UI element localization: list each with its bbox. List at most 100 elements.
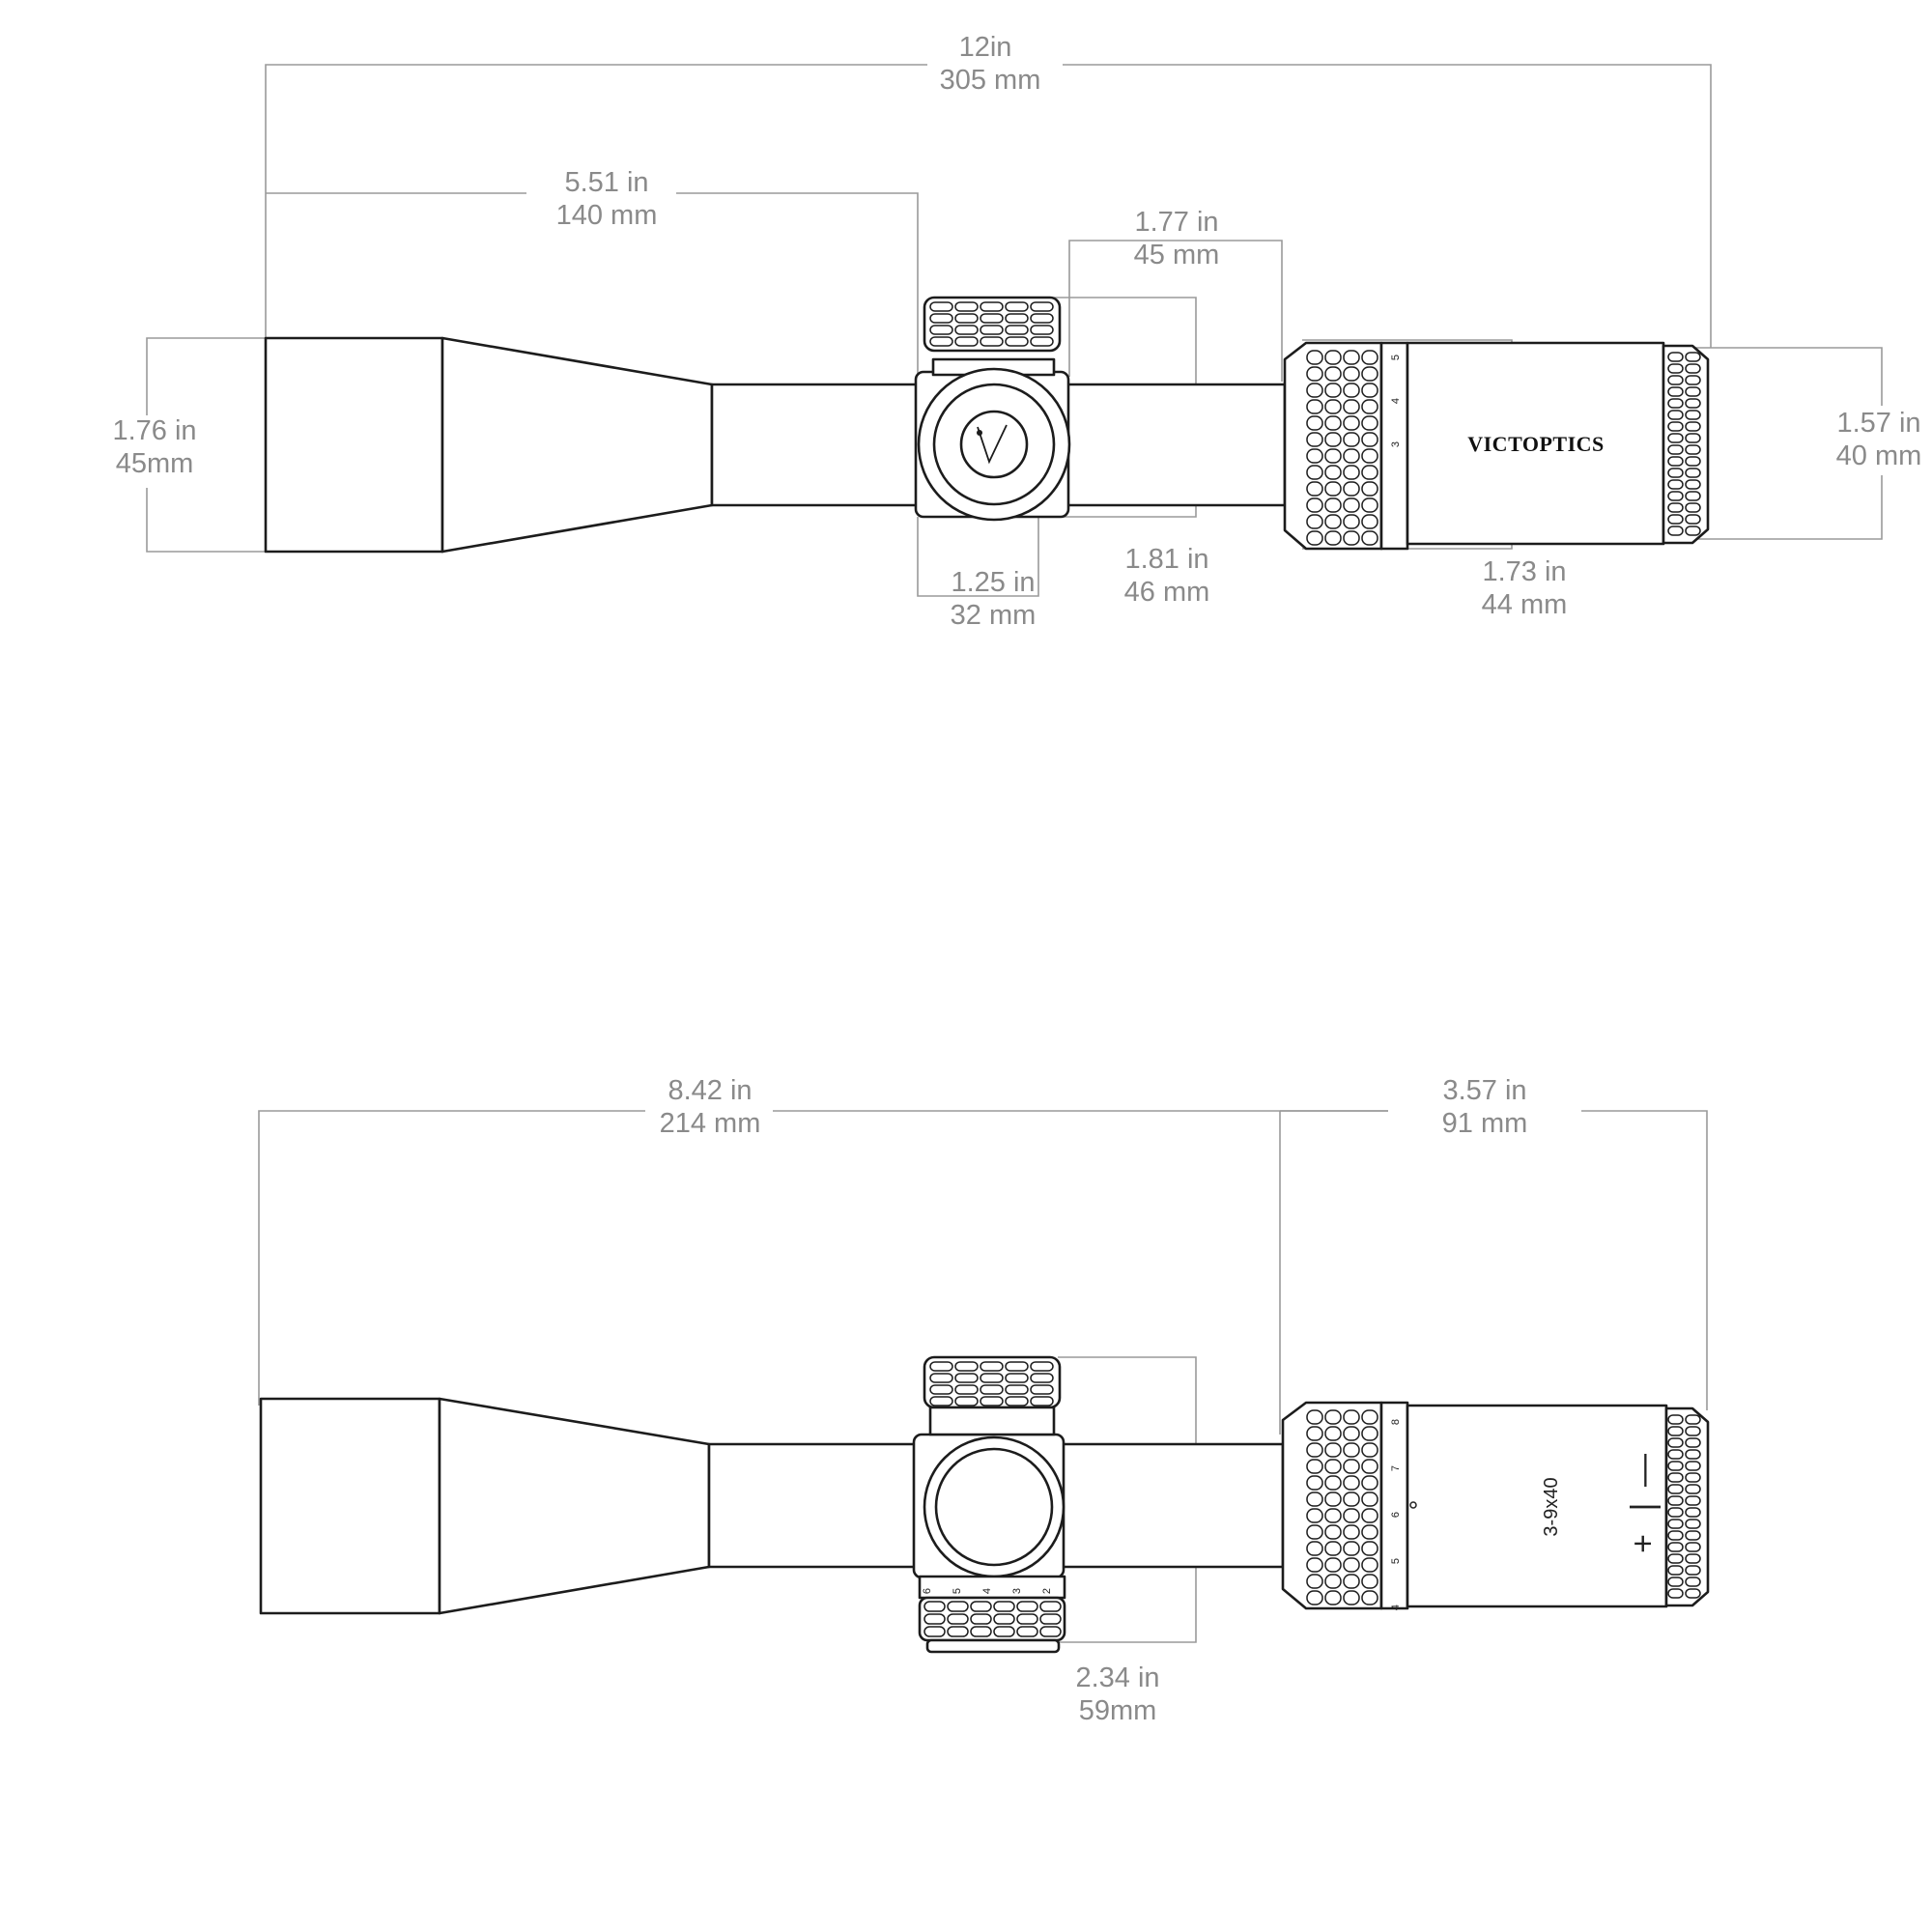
knurl-cell bbox=[1667, 1495, 1684, 1506]
overall-length-label-2: 305 mm bbox=[940, 65, 1041, 96]
knurl-cell bbox=[1667, 1472, 1684, 1483]
knurl-cell bbox=[1667, 1461, 1684, 1471]
knurl-cell bbox=[1685, 410, 1701, 420]
knurl-cell bbox=[1667, 363, 1684, 374]
knurl-cell bbox=[1324, 383, 1342, 398]
knurl-cell bbox=[1343, 1557, 1360, 1573]
knurl-cell bbox=[929, 336, 953, 347]
knurl-cell bbox=[1685, 1484, 1701, 1494]
knurl-cell bbox=[1685, 1530, 1701, 1541]
knurl-cell bbox=[1306, 1574, 1323, 1589]
knurl-cell bbox=[1685, 1461, 1701, 1471]
main-tube-rear bbox=[1065, 383, 1287, 507]
knurl-cell bbox=[1306, 514, 1323, 529]
knurl-cell bbox=[1306, 497, 1323, 513]
knurl-cell bbox=[1343, 1574, 1360, 1589]
knurl-cell bbox=[1361, 1409, 1378, 1425]
eyepiece-diameter-label-1: 1.57 in bbox=[1836, 408, 1920, 439]
diopter-ring-knurl bbox=[1667, 352, 1701, 536]
knurl-cell bbox=[929, 1384, 953, 1395]
knurl-cell bbox=[1343, 448, 1360, 464]
knurl-cell bbox=[1343, 514, 1360, 529]
knurl-cell bbox=[1685, 514, 1701, 525]
brand-text: VICTOPTICS bbox=[1467, 432, 1605, 456]
knurl-cell bbox=[1361, 497, 1378, 513]
side-objective-taper bbox=[438, 1397, 711, 1615]
adjustment-signs: + | — bbox=[1625, 1454, 1662, 1553]
objective-to-eyepiece-line bbox=[258, 1110, 1388, 1435]
knurl-cell bbox=[1685, 375, 1701, 385]
knurl-cell bbox=[947, 1613, 969, 1625]
knurl-cell bbox=[1030, 1373, 1054, 1383]
knurl-cell bbox=[1667, 1542, 1684, 1552]
knurl-cell bbox=[1324, 1590, 1342, 1605]
knurl-cell bbox=[1324, 530, 1342, 546]
minus-sign: — bbox=[1625, 1454, 1662, 1487]
knurl-cell bbox=[1667, 479, 1684, 490]
knurl-cell bbox=[1361, 448, 1378, 464]
knurl-cell bbox=[1030, 1396, 1054, 1406]
knurl-cell bbox=[929, 1396, 953, 1406]
knurl-cell bbox=[1016, 1613, 1038, 1625]
knurl-cell bbox=[1667, 1519, 1684, 1529]
knurl-cell bbox=[1667, 1449, 1684, 1460]
knurl-cell bbox=[980, 1361, 1004, 1372]
knurl-cell bbox=[1343, 1541, 1360, 1556]
knurl-cell bbox=[1361, 481, 1378, 497]
knurl-cell bbox=[1361, 399, 1378, 414]
knurl-cell bbox=[954, 1373, 979, 1383]
side-main-tube-rear bbox=[1059, 1442, 1285, 1569]
knurl-cell bbox=[1343, 481, 1360, 497]
knurl-cell bbox=[1306, 530, 1323, 546]
knurl-cell bbox=[1306, 465, 1323, 480]
knurl-cell bbox=[1667, 1577, 1684, 1587]
scale-tick-label: 6 bbox=[922, 1588, 933, 1594]
tube-diameter-line bbox=[917, 502, 1039, 597]
knurl-cell bbox=[954, 313, 979, 324]
knurl-cell bbox=[1343, 465, 1360, 480]
knurl-cell bbox=[1685, 1507, 1701, 1518]
top-view: 12in 305 mm 5.51 in 140 mm 1.77 in 45 mm… bbox=[112, 32, 1921, 631]
tube-diameter-label-1: 1.25 in bbox=[951, 567, 1035, 598]
knurl-cell bbox=[1361, 1557, 1378, 1573]
knurl-cell bbox=[1306, 1557, 1323, 1573]
elevation-turret-knurl bbox=[923, 296, 1062, 353]
knurl-cell bbox=[1667, 1588, 1684, 1599]
knurl-cell bbox=[1306, 1492, 1323, 1507]
eyepiece-length-label-1: 1.73 in bbox=[1482, 556, 1566, 587]
scale-tick-label: 2 bbox=[1041, 1588, 1053, 1594]
knurl-cell bbox=[993, 1613, 1015, 1625]
knurl-cell bbox=[1667, 456, 1684, 467]
knurl-cell bbox=[1685, 1577, 1701, 1587]
side-focus-inner bbox=[934, 1447, 1054, 1567]
knurl-cell bbox=[1685, 1449, 1701, 1460]
knurl-cell bbox=[954, 336, 979, 347]
knurl-cell bbox=[1324, 350, 1342, 365]
side-elevation-turret-knurl bbox=[923, 1355, 1062, 1436]
knurl-cell bbox=[1005, 313, 1029, 324]
knurl-cell bbox=[1685, 491, 1701, 501]
knurl-cell bbox=[1667, 410, 1684, 420]
knurl-cell bbox=[1343, 1459, 1360, 1474]
knurl-cell bbox=[1324, 415, 1342, 431]
knurl-cell bbox=[1324, 366, 1342, 382]
knurl-cell bbox=[1361, 415, 1378, 431]
side-magnification-ring-knurl bbox=[1306, 1409, 1378, 1605]
knurl-cell bbox=[1685, 526, 1701, 536]
knurl-cell bbox=[1306, 1442, 1323, 1458]
knurl-cell bbox=[1667, 352, 1684, 362]
knurl-cell bbox=[1361, 1508, 1378, 1523]
eyepiece-housing bbox=[1406, 341, 1665, 546]
knurl-cell bbox=[1343, 432, 1360, 447]
knurl-cell bbox=[1685, 1414, 1701, 1425]
objective-diameter-label-2: 45mm bbox=[116, 448, 194, 479]
knurl-cell bbox=[1361, 514, 1378, 529]
objective-to-turret-line bbox=[266, 192, 919, 377]
knurl-cell bbox=[1361, 1492, 1378, 1507]
divider-sign: | bbox=[1625, 1503, 1662, 1512]
knurl-cell bbox=[1343, 530, 1360, 546]
turret-width-label-1: 2.34 in bbox=[1075, 1662, 1159, 1693]
knurl-cell bbox=[923, 1601, 946, 1612]
